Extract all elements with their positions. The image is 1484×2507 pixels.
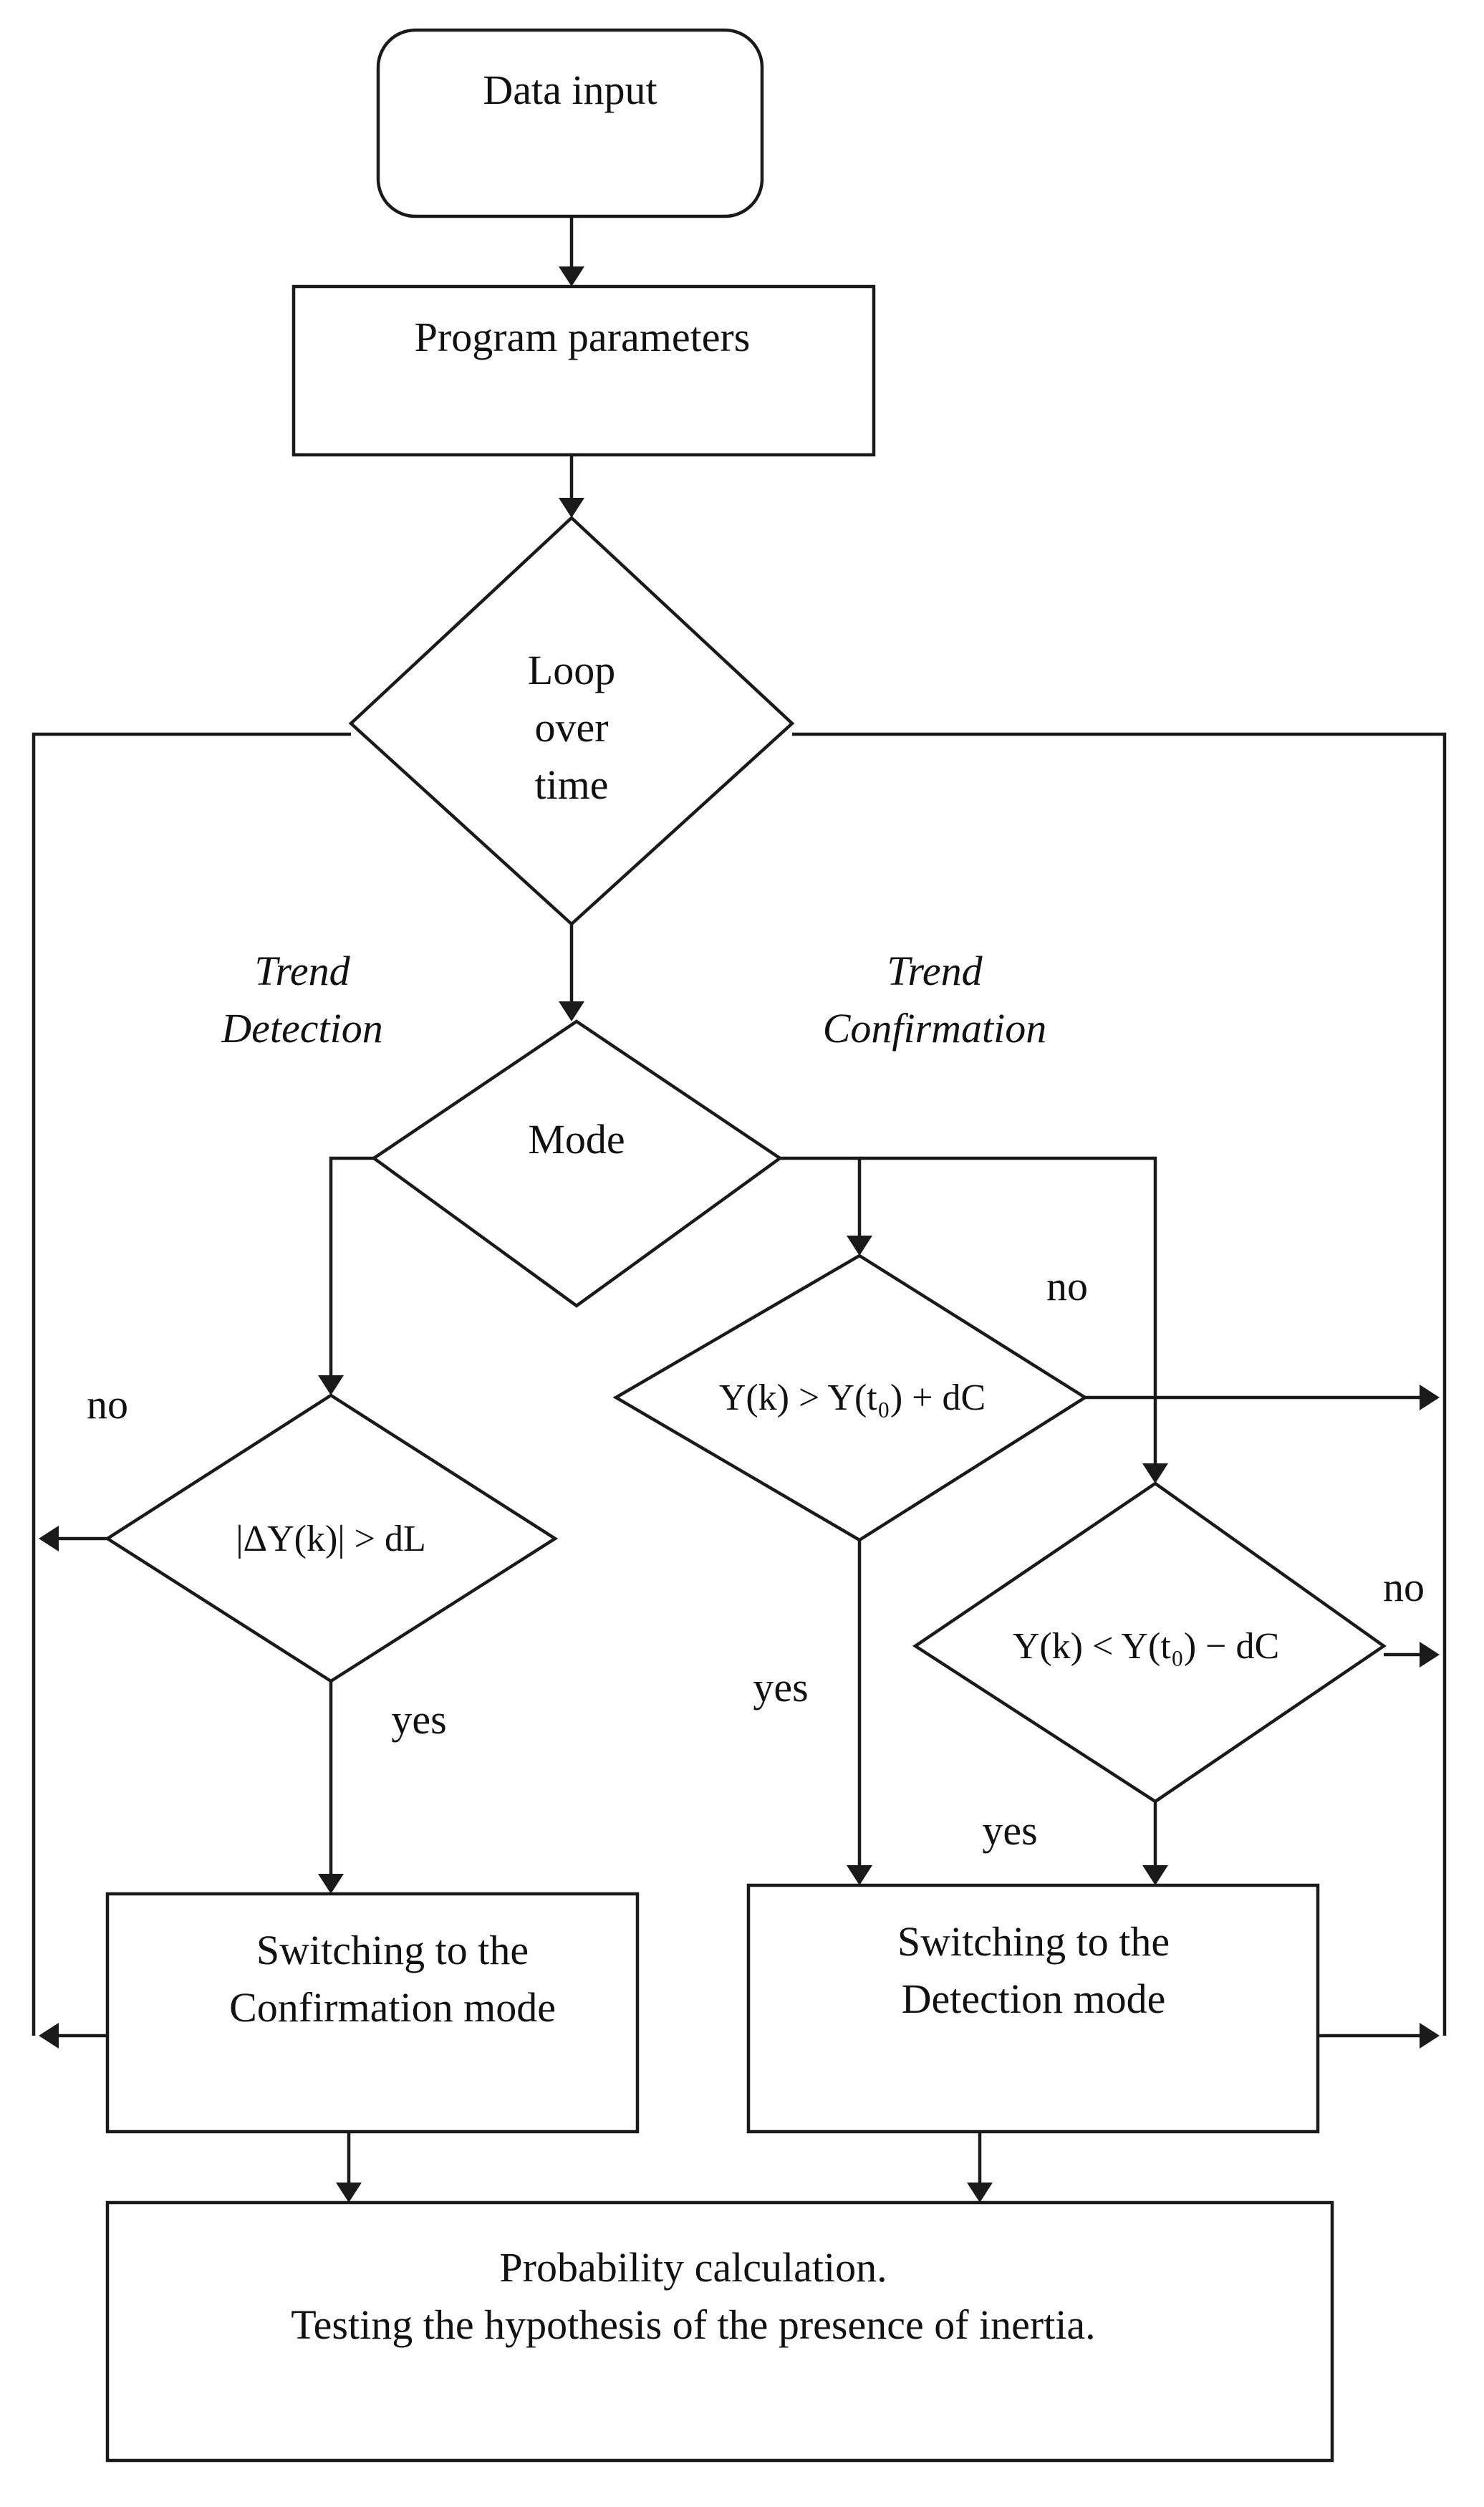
trend-detection-label-line2: Detection xyxy=(221,1005,382,1052)
mode-label: Mode xyxy=(528,1116,625,1163)
arrowhead xyxy=(1420,1385,1440,1410)
edge-label-yes-delta: yes xyxy=(391,1696,446,1743)
trend-confirmation-label-line1: Trend xyxy=(887,948,983,994)
trend-confirmation-label-line2: Confirmation xyxy=(823,1005,1047,1052)
arrowhead xyxy=(967,2183,993,2203)
delta-threshold-decision xyxy=(104,1393,559,1683)
edge-mode-to-delta xyxy=(329,1156,374,1375)
lower-threshold-condition: Y(k) < Y(t₀) − dC xyxy=(1013,1626,1279,1667)
edge-label-no-less: no xyxy=(1383,1564,1425,1610)
loop-label-line3: time xyxy=(534,761,608,808)
edge-mode-to-less xyxy=(859,1156,1157,1463)
probability-label-line1: Probability calculation. xyxy=(499,2244,887,2291)
edge-mode-to-greater xyxy=(780,1156,862,1236)
mode-decision xyxy=(371,1019,783,1308)
loop-label-line1: Loop xyxy=(528,647,615,693)
program-parameters-node xyxy=(292,284,876,457)
arrowhead xyxy=(847,1236,872,1256)
edge-label-no-delta: no xyxy=(87,1381,128,1428)
arrowhead xyxy=(336,2183,362,2203)
upper-threshold-condition: Y(k) > Y(t₀) + dC xyxy=(719,1377,986,1418)
loop-over-time-decision xyxy=(348,515,795,927)
trend-detection-label-line1: Trend xyxy=(254,948,350,994)
probability-label-line2: Testing the hypothesis of the presence o… xyxy=(291,2301,1095,2348)
switch-detection-node xyxy=(746,1883,1320,2134)
switch-confirmation-label-line2: Confirmation mode xyxy=(229,1984,556,2031)
delta-threshold-condition: |ΔY(k)| > dL xyxy=(236,1519,426,1559)
arrowhead xyxy=(318,1375,344,1395)
lower-threshold-decision xyxy=(912,1481,1387,1804)
program-parameters-label: Program parameters xyxy=(415,314,751,360)
edge-label-yes-less: yes xyxy=(982,1807,1037,1854)
edge-label-no-greater: no xyxy=(1046,1263,1088,1309)
edge-label-yes-greater: yes xyxy=(753,1664,808,1710)
arrowhead xyxy=(1420,2023,1440,2049)
arrowhead xyxy=(1142,1463,1168,1483)
data-input-node xyxy=(376,28,764,218)
switch-confirmation-node xyxy=(105,1892,640,2134)
probability-calculation-node xyxy=(105,2200,1334,2463)
arrowhead xyxy=(559,498,584,518)
loop-label-line2: over xyxy=(534,704,608,751)
arrowhead xyxy=(559,266,584,287)
arrowhead xyxy=(1420,1642,1440,1668)
upper-threshold-decision xyxy=(612,1254,1089,1542)
arrowhead xyxy=(559,1001,584,1021)
data-input-label: Data input xyxy=(483,67,657,113)
edge-right-loop-bus xyxy=(792,732,1447,2036)
arrowhead xyxy=(1142,1865,1168,1885)
switch-confirmation-label-line1: Switching to the xyxy=(256,1927,529,1973)
arrowhead xyxy=(318,1874,344,1894)
arrowhead xyxy=(39,1526,59,1551)
arrowhead xyxy=(847,1865,872,1885)
edge-left-loop-bus xyxy=(32,732,351,2036)
switch-detection-label-line1: Switching to the xyxy=(897,1918,1170,1965)
arrowhead xyxy=(39,2023,59,2049)
switch-detection-label-line2: Detection mode xyxy=(902,1976,1166,2022)
